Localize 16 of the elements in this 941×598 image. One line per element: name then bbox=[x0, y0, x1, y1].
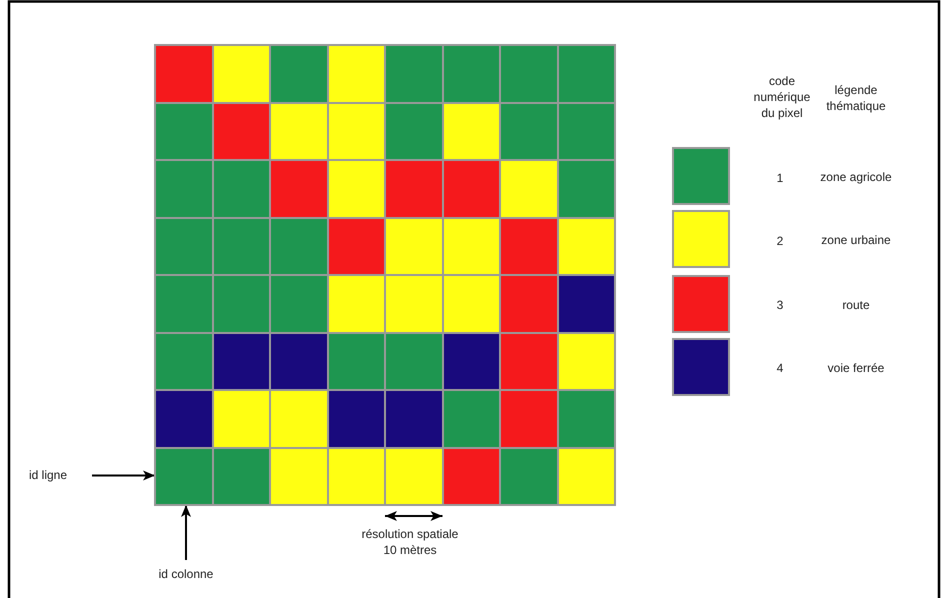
arrow bbox=[92, 470, 155, 480]
node-label: id colonne bbox=[140, 566, 232, 582]
arrow bbox=[181, 505, 191, 560]
legend-text: voie ferrée bbox=[826, 360, 886, 376]
node-label: id ligne bbox=[20, 467, 76, 484]
legend-text: route bbox=[841, 297, 871, 314]
code-number: 2 bbox=[776, 233, 784, 250]
legend-text: zone urbaine bbox=[820, 232, 892, 248]
code-number: 3 bbox=[776, 297, 784, 314]
dimension-label: résolution spatiale 10 mètres bbox=[360, 526, 460, 558]
pixel-cell bbox=[155, 448, 212, 505]
code-number: 4 bbox=[776, 360, 784, 376]
column-header: code numérique du pixel bbox=[752, 73, 812, 122]
legend-text: zone agricole bbox=[819, 169, 893, 186]
code-number: 1 bbox=[776, 170, 784, 186]
column-header: légende thématique bbox=[825, 82, 887, 114]
